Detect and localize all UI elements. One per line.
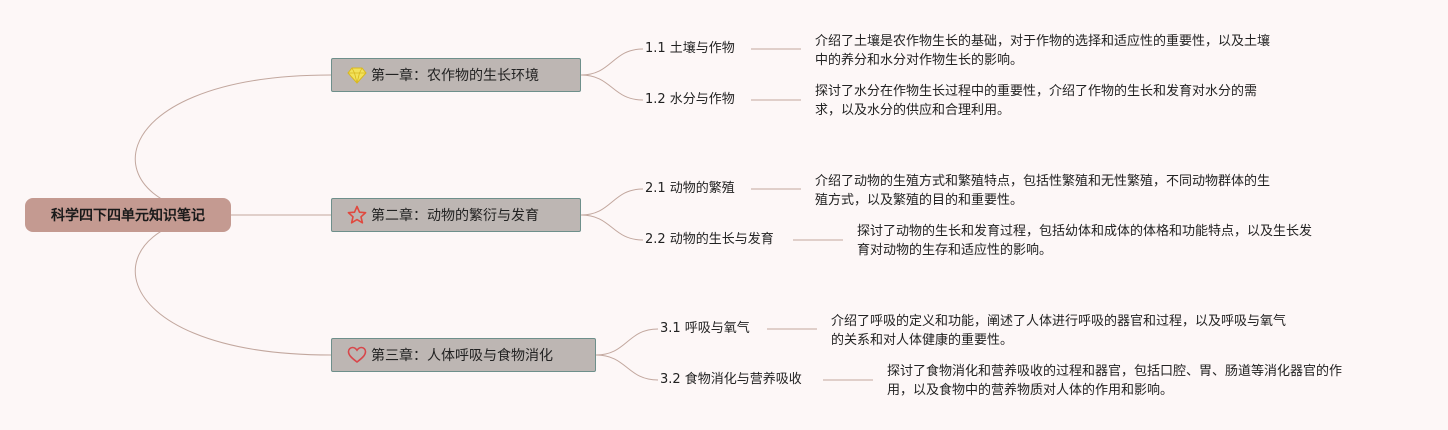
desc-line: 育对动物的生存和适应性的影响。 [857,243,1053,258]
chapter-1-title: 第一章：农作物的生长环境 [371,68,539,84]
topic-2-2-title: 2.2 动物的生长与发育 [645,232,774,247]
desc-line: 探讨了食物消化和营养吸收的过程和器官，包括口腔、胃、肠道等消化器官的作 [887,364,1343,379]
link-ch3-t2 [595,354,659,381]
topic-2-1-title: 2.1 动物的繁殖 [645,181,735,196]
root-node[interactable]: 科学四下四单元知识笔记 [25,198,231,232]
topic-3-1-description[interactable]: 介绍了呼吸的定义和功能，阐述了人体进行呼吸的器官和过程，以及呼吸与氧气 的关系和… [831,312,1286,350]
topic-1-2-description[interactable]: 探讨了水分在作物生长过程中的重要性，介绍了作物的生长和发育对水分的需 求，以及水… [815,82,1257,120]
link-ch3-t1 [595,328,659,356]
desc-line: 介绍了土壤是农作物生长的基础，对于作物的选择和适应性的重要性，以及土壤 [815,34,1271,49]
desc-line: 求，以及水分的供应和合理利用。 [815,103,1011,118]
desc-line: 介绍了动物的生殖方式和繁殖特点，包括性繁殖和无性繁殖，不同动物群体的生 [815,174,1271,189]
topic-1-1-title: 1.1 土壤与作物 [645,41,735,56]
desc-line: 用，以及食物中的营养物质对人体的作用和影响。 [887,383,1174,398]
root-title: 科学四下四单元知识笔记 [51,208,205,224]
heart-icon [347,345,367,365]
chapter-3-node[interactable]: 第三章：人体呼吸与食物消化 [331,338,596,372]
link-root-ch3 [134,214,332,356]
topic-2-1-description[interactable]: 介绍了动物的生殖方式和繁殖特点，包括性繁殖和无性繁殖，不同动物群体的生 殖方式，… [815,172,1270,210]
link-ch2-t1 [580,188,644,216]
link-root-ch1 [134,74,332,216]
diamond-icon [347,65,367,85]
topic-1-2[interactable]: 1.2 水分与作物 [645,91,735,109]
topic-3-1-title: 3.1 呼吸与氧气 [660,321,750,336]
desc-line: 中的养分和水分对作物生长的影响。 [815,53,1024,68]
link-ch1-t2 [580,74,644,101]
topic-1-2-title: 1.2 水分与作物 [645,92,735,107]
topic-2-1[interactable]: 2.1 动物的繁殖 [645,180,735,198]
chapter-3-title: 第三章：人体呼吸与食物消化 [371,348,553,364]
chapter-2-node[interactable]: 第二章：动物的繁衍与发育 [331,198,581,232]
topic-3-1[interactable]: 3.1 呼吸与氧气 [660,320,750,338]
desc-line: 探讨了动物的生长和发育过程，包括幼体和成体的体格和功能特点，以及生长发 [857,224,1313,239]
link-ch1-t1 [580,48,644,76]
topic-3-2-title: 3.2 食物消化与营养吸收 [660,372,802,387]
topic-2-2[interactable]: 2.2 动物的生长与发育 [645,231,774,249]
topic-2-2-description[interactable]: 探讨了动物的生长和发育过程，包括幼体和成体的体格和功能特点，以及生长发 育对动物… [857,222,1312,260]
topic-3-2[interactable]: 3.2 食物消化与营养吸收 [660,371,802,389]
chapter-2-title: 第二章：动物的繁衍与发育 [371,208,539,224]
desc-line: 介绍了呼吸的定义和功能，阐述了人体进行呼吸的器官和过程，以及呼吸与氧气 [831,314,1287,329]
desc-line: 殖方式，以及繁殖的目的和重要性。 [815,193,1024,208]
star-icon [347,205,367,225]
link-ch2-t2 [580,214,644,241]
desc-line: 探讨了水分在作物生长过程中的重要性，介绍了作物的生长和发育对水分的需 [815,84,1258,99]
topic-1-1-description[interactable]: 介绍了土壤是农作物生长的基础，对于作物的选择和适应性的重要性，以及土壤 中的养分… [815,32,1270,70]
topic-3-2-description[interactable]: 探讨了食物消化和营养吸收的过程和器官，包括口腔、胃、肠道等消化器官的作 用，以及… [887,362,1342,400]
desc-line: 的关系和对人体健康的重要性。 [831,333,1014,348]
topic-1-1[interactable]: 1.1 土壤与作物 [645,40,735,58]
chapter-1-node[interactable]: 第一章：农作物的生长环境 [331,58,581,92]
